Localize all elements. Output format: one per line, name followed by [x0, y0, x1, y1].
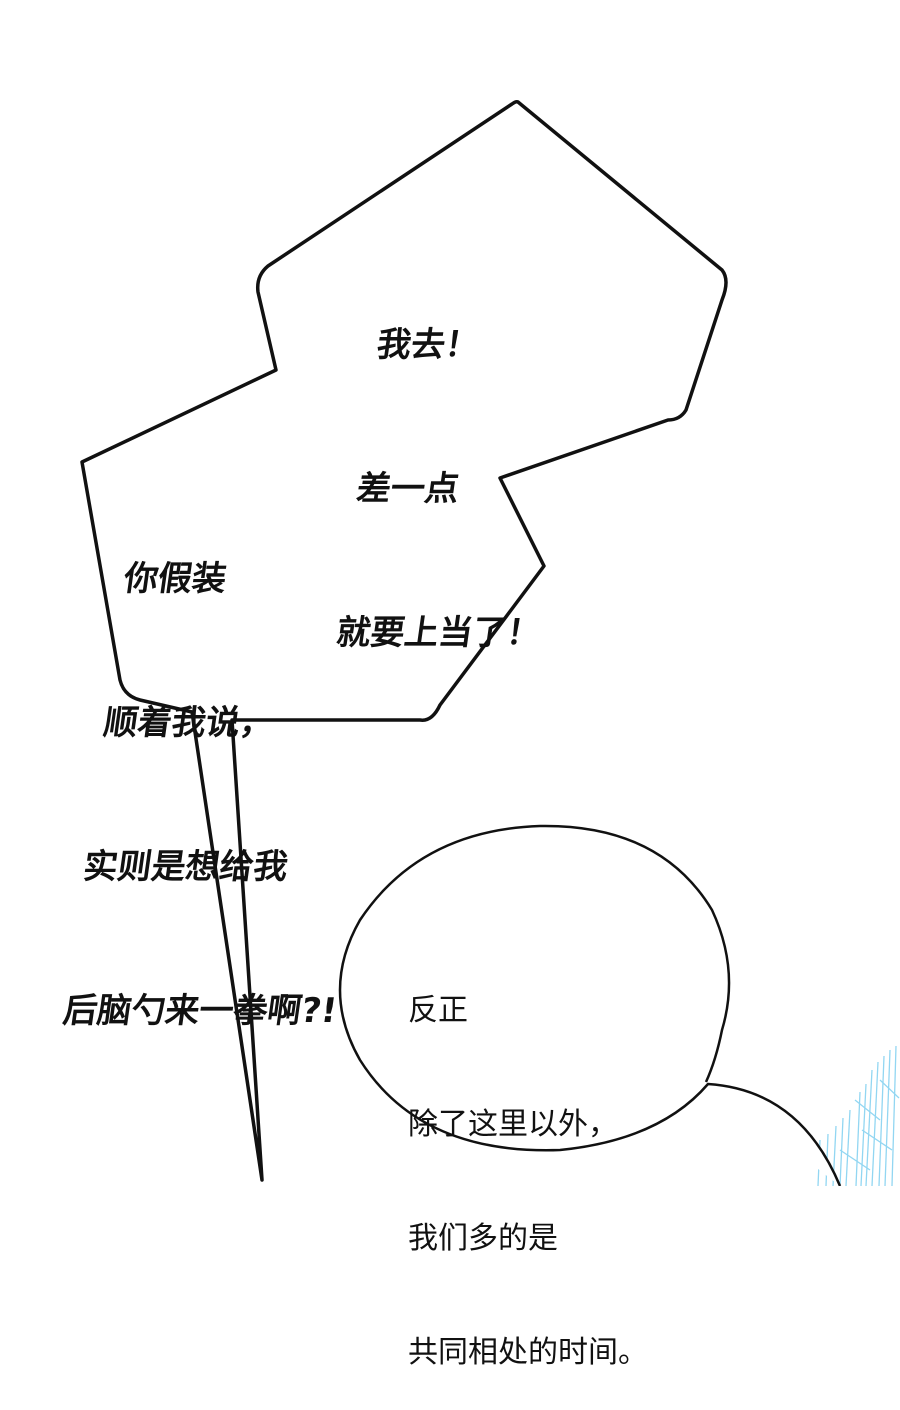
balloon-3-line: 反正: [408, 993, 468, 1028]
balloon-3-line: 共同相处的时间。: [408, 1335, 648, 1370]
balloon-2-line: 你假装: [121, 559, 229, 599]
balloon-3-text: 反正 除了这里以外， 我们多的是 共同相处的时间。: [408, 916, 648, 1410]
balloon-2-line: 实则是想给我: [80, 847, 291, 887]
balloon-outline-spiky: [80, 100, 728, 1182]
balloon-3-line: 我们多的是: [408, 1221, 558, 1256]
balloon-outline-round: [338, 824, 842, 1186]
balloon-2-line: 后脑勺来一拳啊?!: [60, 991, 340, 1031]
balloon-3-line: 除了这里以外，: [408, 1107, 618, 1142]
comic-panel: [80, 100, 900, 1186]
speech-balloon-shout: [80, 100, 728, 1182]
speech-balloon-round: [338, 824, 842, 1186]
balloon-1-line: 我去！: [374, 325, 482, 365]
balloon-2-line: 顺着我说，: [101, 703, 277, 743]
